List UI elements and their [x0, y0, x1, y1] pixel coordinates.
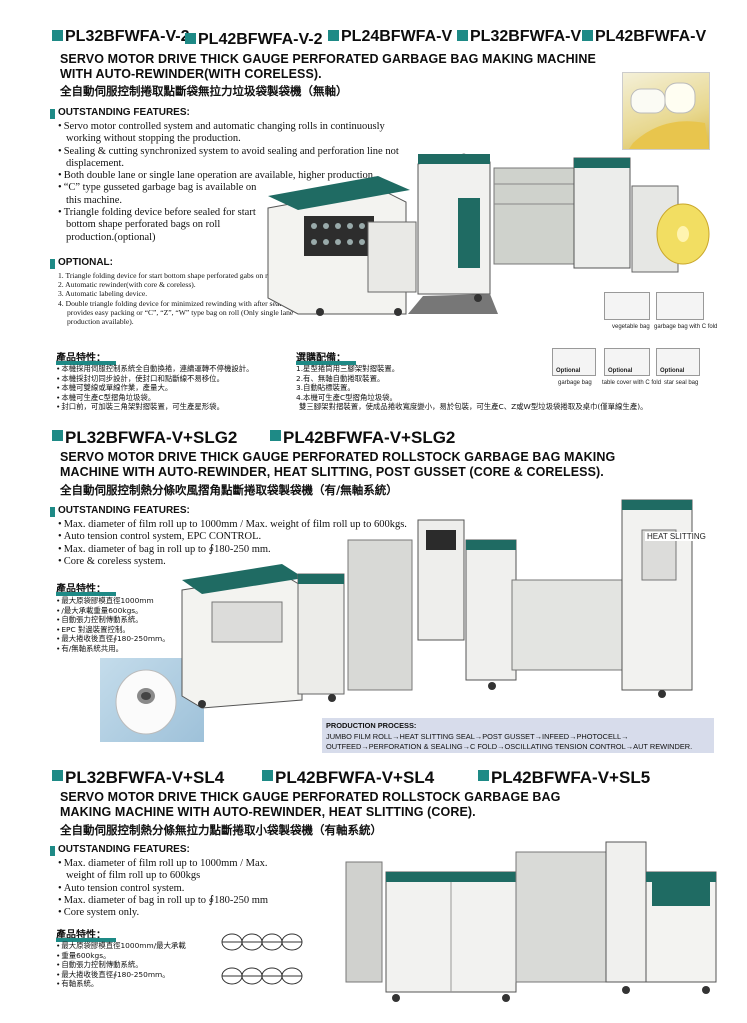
- feature-item: Both double lane or single lane operatio…: [58, 170, 410, 182]
- section-title: SERVO MOTOR DRIVE THICK GAUGE PERFORATED…: [60, 790, 560, 820]
- zh-features-heading: 產品特性：: [56, 580, 116, 596]
- section-title: SERVO MOTOR DRIVE THICK GAUGE PERFORATED…: [60, 52, 596, 82]
- zh-feature-item: 有軸系統。: [56, 979, 186, 989]
- zh-optional-item: 4.本機可生產C型摺角垃圾袋。: [296, 392, 397, 402]
- bag-caption: table cover with C fold: [602, 380, 662, 386]
- optional-item: 1. Triangle folding device for start bot…: [58, 271, 278, 280]
- title-line: MAKING MACHINE WITH AUTO-REWINDER, HEAT …: [60, 805, 476, 819]
- model-name: PL24BFWFA-V: [328, 28, 452, 46]
- optional-badge: Optional: [608, 368, 633, 374]
- production-process-box: PRODUCTION PROCESS: JUMBO FILM ROLL→HEAT…: [322, 718, 714, 753]
- bag-caption: garbage bag: [558, 380, 592, 386]
- bag-image: [656, 348, 700, 376]
- process-heading: PRODUCTION PROCESS:: [326, 721, 417, 730]
- machine-image: [326, 832, 726, 1008]
- section-title: SERVO MOTOR DRIVE THICK GAUGE PERFORATED…: [60, 450, 615, 480]
- feature-item: Max. diameter of bag in roll up to ∮180-…: [58, 895, 298, 907]
- zh-feature-item: 有/無軸系統共用。: [56, 644, 170, 654]
- zh-optional-item: 雙三腳架對摺裝置，使成品捲收寬度變小，易於包裝，可生產C、Z或W型垃圾袋捲取及桌…: [299, 402, 648, 412]
- bag-caption: vegetable bag: [612, 324, 650, 330]
- feature-item: Auto tension control system, EPC CONTROL…: [58, 531, 438, 543]
- optional-heading: OPTIONAL:: [58, 257, 113, 268]
- bag-image: [552, 348, 596, 376]
- model-name: PL42BFWFA-V+SL4: [262, 768, 434, 788]
- title-line: MACHINE WITH AUTO-REWINDER, HEAT SLITTIN…: [60, 465, 604, 479]
- feature-item: Max. diameter of film roll up to 1000mm …: [58, 519, 438, 531]
- zh-optional-heading: 選購配備：: [296, 349, 356, 365]
- features-heading: OUTSTANDING FEATURES:: [58, 844, 190, 855]
- optional-badge: Optional: [556, 368, 581, 374]
- zh-optional-item: 1.星型捲筒用三腳架對摺裝置。: [296, 364, 400, 373]
- model-name: PL32BFWFA-V: [457, 28, 581, 46]
- features-heading: OUTSTANDING FEATURES:: [58, 505, 190, 516]
- bag-image: [604, 348, 650, 376]
- zh-features-list: 本機採用伺服控制系統全自動換捲，連續運轉不停機設計。 本機採封切同步設計，使封口…: [56, 364, 254, 412]
- section-title-zh: 全自動伺服控制熱分條吹風摺角點斷捲取袋製袋機（有/無軸系統）: [60, 483, 398, 497]
- process-line: OUTFEED→PERFORATION & SEALING→C FOLD→OSC…: [326, 742, 693, 751]
- model-name: PL42BFWFA-V: [582, 28, 706, 46]
- zh-feature-item: 最大捲收後直徑∮180-250mm。: [56, 970, 186, 980]
- heat-slitting-label: HEAT SLITTING: [645, 532, 708, 541]
- zh-feature-item: 重量600kgs。: [56, 951, 186, 961]
- title-line: SERVO MOTOR DRIVE THICK GAUGE PERFORATED…: [60, 790, 561, 804]
- features-list: Max. diameter of film roll up to 1000mm …: [58, 858, 298, 919]
- features-list: Servo motor controlled system and automa…: [58, 121, 410, 244]
- feature-item: Max. diameter of film roll up to 1000mm …: [58, 858, 298, 883]
- zh-feature-item: 本機可雙線或單線作業，產量大。: [56, 383, 254, 393]
- feature-item: Sealing & cutting synchronized system to…: [58, 146, 410, 171]
- title-line: SERVO MOTOR DRIVE THICK GAUGE PERFORATED…: [60, 52, 596, 66]
- machine-image: [172, 490, 742, 716]
- features-heading: OUTSTANDING FEATURES:: [58, 107, 190, 118]
- optional-item: 3. Automatic labeling device.: [58, 289, 148, 299]
- zh-feature-item: 自動張力控制傳動系統。: [56, 615, 170, 625]
- optional-item: 2. Automatic rewinder(with core & corele…: [58, 280, 196, 290]
- optional-list: 1. Triangle folding device for start bot…: [58, 271, 300, 326]
- features-list: Max. diameter of film roll up to 1000mm …: [58, 519, 438, 568]
- zh-optional-item: 2.有、無軸自動捲取裝置。: [296, 373, 385, 383]
- zh-feature-item: 自動張力控制傳動系統。: [56, 960, 186, 970]
- bag-caption: garbage bag with C fold: [654, 324, 718, 330]
- zh-feature-item: 最大捲收後直徑∮180-250mm。: [56, 634, 169, 644]
- section-title-zh: 全自動伺服控制捲取點斷袋無拉力垃圾袋製袋機（無軸）: [60, 84, 348, 98]
- zh-feature-item: 本機可生產C型摺角垃圾袋。: [56, 393, 254, 403]
- zh-feature-item: EPC 對邊裝置控制。: [56, 625, 170, 635]
- feature-item: Max. diameter of bag in roll up to ∮180-…: [58, 544, 438, 556]
- feature-item: Servo motor controlled system and automa…: [58, 121, 410, 146]
- product-photo: [622, 72, 710, 150]
- zh-feature-item: 最大原袋膠模直徑1000mm: [56, 596, 170, 606]
- model-name: PL32BFWFA-V+SL4: [52, 768, 224, 788]
- model-name: PL42BFWFA-V+SL5: [478, 768, 650, 788]
- model-name: PL32BFWFA-V+SLG2: [52, 428, 237, 448]
- process-line: JUMBO FILM ROLL→HEAT SLITTING SEAL→POST …: [326, 731, 629, 741]
- title-line: SERVO MOTOR DRIVE THICK GAUGE PERFORATED…: [60, 450, 616, 464]
- bag-image: [604, 292, 650, 320]
- model-name: PL32BFWFA-V-2: [52, 28, 189, 46]
- zh-feature-item: /最大承載重量600kgs。: [56, 606, 170, 616]
- model-name: PL42BFWFA-V-2: [185, 31, 322, 49]
- zh-optional-list: 1.星型捲筒用三腳架對摺裝置。 2.有、無軸自動捲取裝置。 3.自動貼標裝置。 …: [296, 364, 648, 412]
- section-title-zh: 全自動伺服控制熱分條無拉力點斷捲取小袋製袋機（有軸系統）: [60, 823, 382, 837]
- bag-caption: star seal bag: [664, 380, 699, 386]
- optional-badge: Optional: [660, 368, 685, 374]
- feature-item: Triangle folding device before sealed fo…: [58, 207, 258, 244]
- model-name: PL42BFWFA-V+SLG2: [270, 428, 455, 448]
- bag-image: [656, 292, 704, 320]
- title-line: WITH AUTO-REWINDER(WITH CORELESS).: [60, 67, 322, 81]
- zh-feature-item: 最大原袋膠模直徑1000mm/最大承載: [56, 941, 185, 951]
- feature-item: Core system only.: [58, 907, 298, 919]
- zh-feature-item: 封口前，可加裝三角架對摺裝置，可生產星形袋。: [56, 402, 254, 412]
- zh-feature-item: 本機採用伺服控制系統全自動換捲，連續運轉不停機設計。: [56, 364, 253, 374]
- zh-features-list: 最大原袋膠模直徑1000mm/最大承載 重量600kgs。 自動張力控制傳動系統…: [56, 941, 186, 989]
- zh-feature-item: 本機採封切同步設計，使封口和點斷線不易移位。: [56, 374, 254, 384]
- optional-item: 4. Double triangle folding device for mi…: [58, 298, 294, 327]
- feature-item: “C” type gusseted garbage bag is availab…: [58, 182, 273, 207]
- feature-item: Auto tension control system.: [58, 883, 298, 895]
- zh-features-heading: 產品特性：: [56, 926, 116, 942]
- zh-features-list: 最大原袋膠模直徑1000mm /最大承載重量600kgs。 自動張力控制傳動系統…: [56, 596, 170, 654]
- zh-optional-item: 3.自動貼標裝置。: [296, 383, 355, 393]
- rewinder-sketch: [212, 928, 312, 998]
- machine-image: [258, 118, 728, 318]
- feature-item: Core & coreless system.: [58, 556, 438, 568]
- zh-features-heading: 產品特性：: [56, 349, 116, 365]
